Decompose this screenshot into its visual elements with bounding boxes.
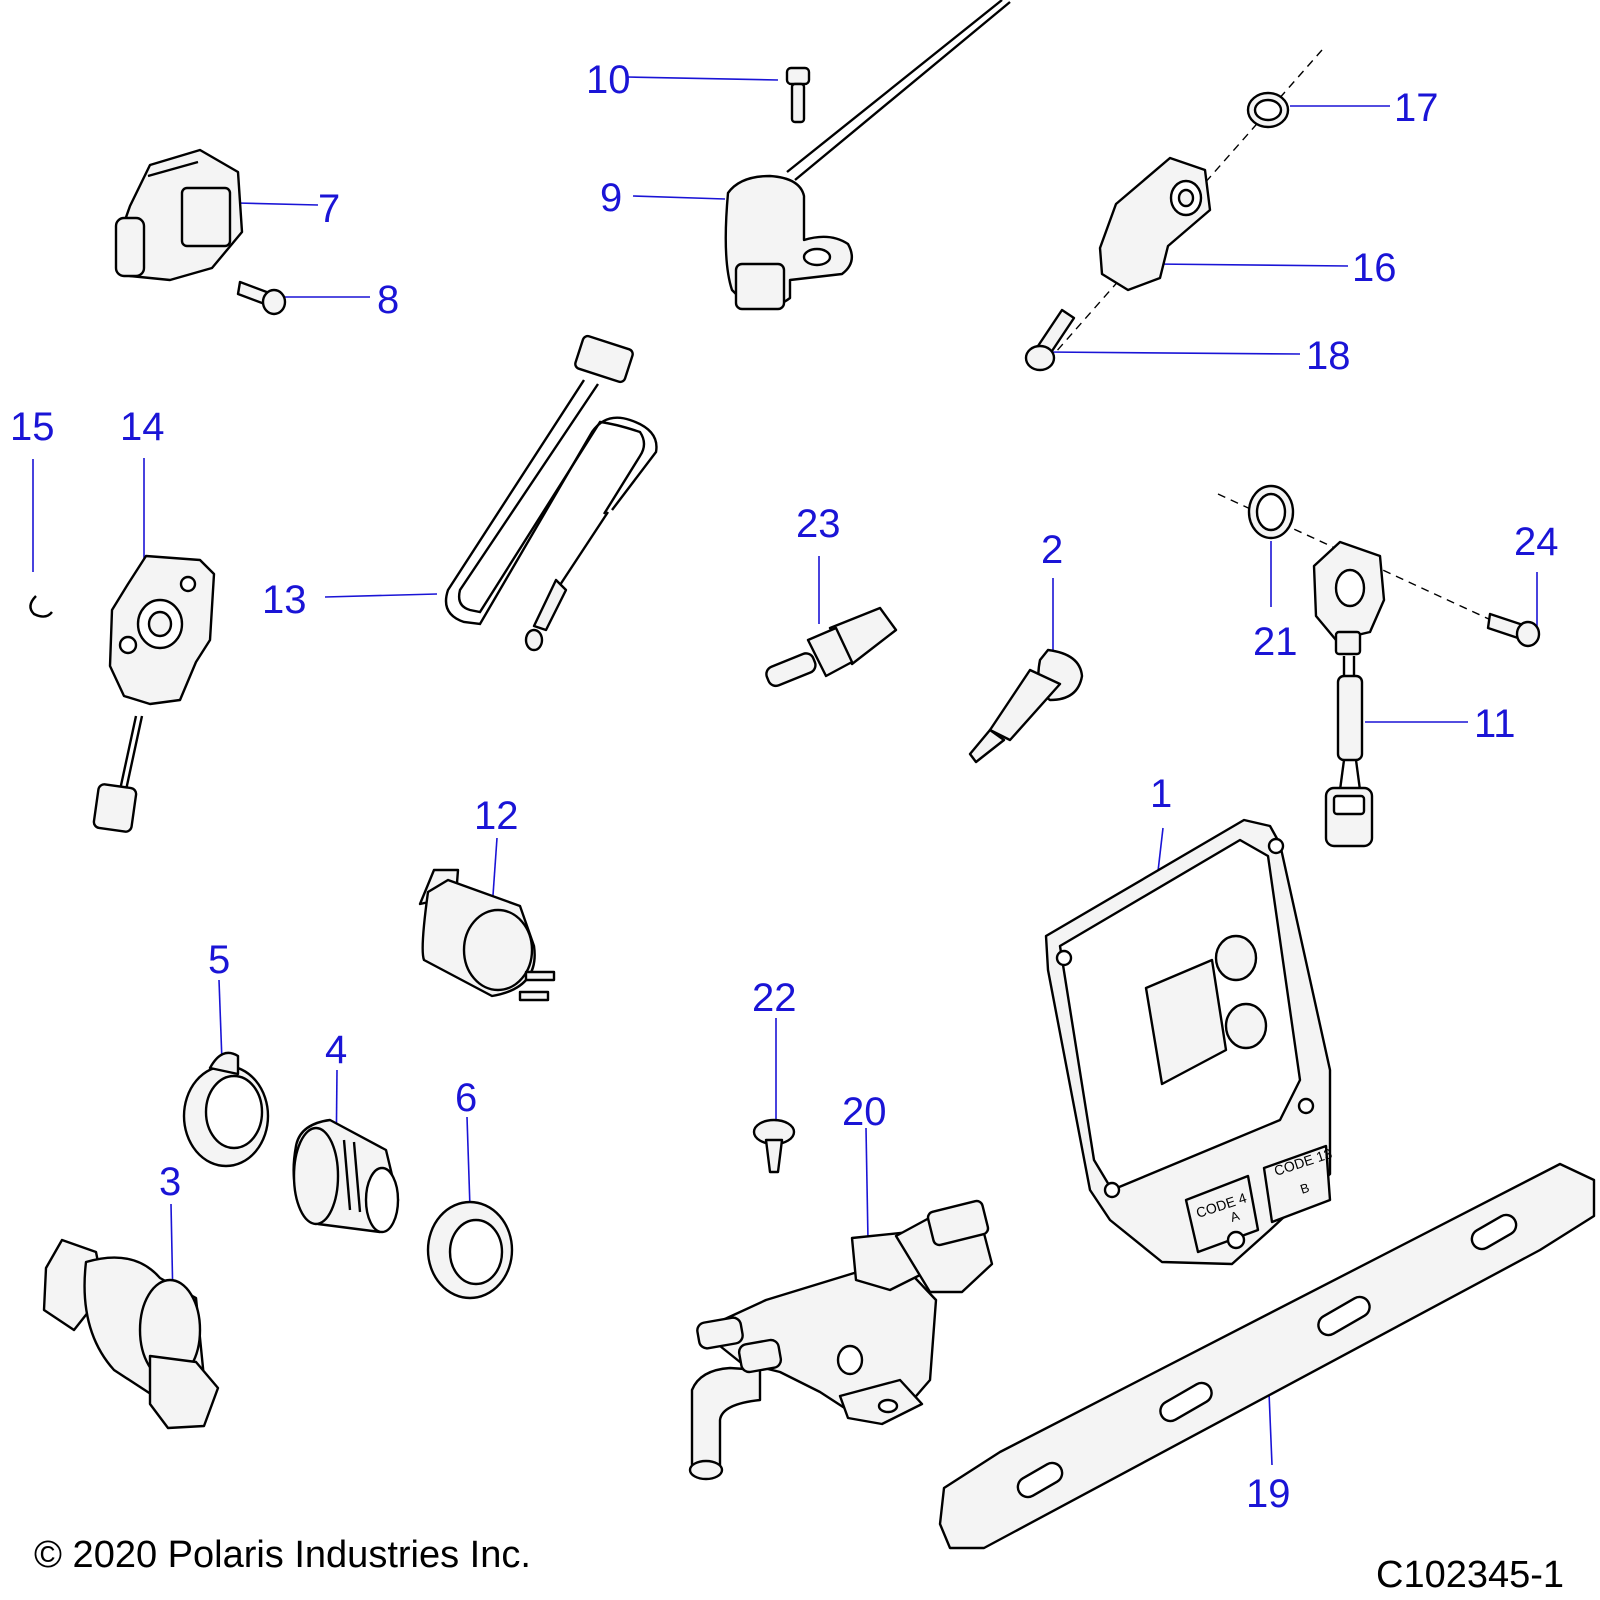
callout-14: 14 xyxy=(120,405,165,449)
callout-4: 4 xyxy=(325,1028,348,1072)
callout-1: 1 xyxy=(1150,772,1173,816)
part-7-map-sensor xyxy=(114,148,244,282)
callout-10: 10 xyxy=(586,58,631,102)
assembly-axis-lines xyxy=(1039,49,1531,639)
part-3-power-outlet xyxy=(42,1238,220,1430)
callout-23: 23 xyxy=(796,502,841,546)
part-20-purge-valve xyxy=(688,1199,994,1481)
callout-24: 24 xyxy=(1514,520,1559,564)
callout-22: 22 xyxy=(752,976,797,1020)
callout-3: 3 xyxy=(159,1160,182,1204)
part-13-sensor-harness xyxy=(444,334,658,652)
part-6-nut xyxy=(426,1200,514,1300)
diagram-id: C102345-1 xyxy=(1376,1554,1565,1596)
part-11-sensor-lead xyxy=(1312,540,1386,848)
part-1-ecu: CODE 4 A CODE 13 B xyxy=(1044,818,1334,1266)
part-23-temp-sensor xyxy=(765,606,898,688)
part-21-o-ring xyxy=(1247,484,1295,540)
callout-6: 6 xyxy=(455,1076,478,1120)
callout-21: 21 xyxy=(1253,620,1298,664)
callout-7: 7 xyxy=(318,187,341,231)
part-18-bolt xyxy=(1024,308,1076,372)
callout-9: 9 xyxy=(600,176,623,220)
part-19-mounting-strap xyxy=(938,1162,1596,1550)
part-9-speed-sensor xyxy=(724,0,1011,311)
part-10-bolt xyxy=(785,66,811,124)
part-15-clip xyxy=(29,595,53,618)
part-14-throttle-sensor xyxy=(92,554,216,833)
part-12-relay xyxy=(418,868,556,1002)
callout-13: 13 xyxy=(262,578,307,622)
callout-2: 2 xyxy=(1041,528,1064,572)
part-8-screw xyxy=(236,280,287,316)
callout-8: 8 xyxy=(377,278,400,322)
copyright-notice: © 2020 Polaris Industries Inc. xyxy=(34,1534,531,1576)
callout-17: 17 xyxy=(1394,86,1439,130)
callout-15: 15 xyxy=(10,405,55,449)
part-22-screw xyxy=(752,1118,796,1174)
part-5-retaining-ring xyxy=(182,1051,270,1168)
callout-18: 18 xyxy=(1306,334,1351,378)
callout-11: 11 xyxy=(1474,702,1516,746)
callout-16: 16 xyxy=(1352,246,1397,290)
callout-20: 20 xyxy=(842,1090,887,1134)
part-4-socket-body xyxy=(292,1118,400,1234)
part-2-air-temp-sensor xyxy=(968,648,1084,764)
part-24-bolt xyxy=(1486,612,1541,648)
part-17-o-ring xyxy=(1246,91,1290,129)
callout-19: 19 xyxy=(1246,1472,1291,1516)
callout-5: 5 xyxy=(208,938,231,982)
part-16-position-sensor xyxy=(1098,156,1212,292)
callout-12: 12 xyxy=(474,794,519,838)
